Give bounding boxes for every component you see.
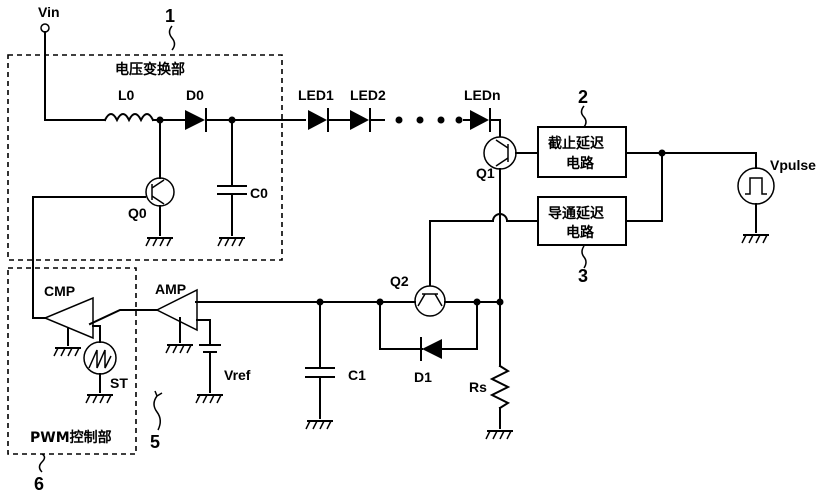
resistor-rs xyxy=(489,364,511,410)
cutoff-delay-label-1: 截止延迟 xyxy=(548,135,604,152)
vin-label: Vin xyxy=(38,4,60,20)
ground-c0 xyxy=(217,237,245,247)
cutoff-delay-box xyxy=(537,126,627,178)
capacitor-c1 xyxy=(305,367,335,378)
q1-label: Q1 xyxy=(476,165,495,181)
vin-wire xyxy=(44,31,106,121)
ground-q0 xyxy=(145,237,173,247)
ground-c1 xyxy=(305,420,333,430)
l0-label: L0 xyxy=(118,87,135,103)
callout-3-leader xyxy=(581,245,587,269)
diode-d1 xyxy=(420,337,442,361)
callout-2-leader xyxy=(580,105,587,128)
callout-3: 3 xyxy=(578,266,588,286)
vref-label: Vref xyxy=(224,367,251,383)
inductor-l0 xyxy=(103,113,155,123)
amp-opamp xyxy=(155,288,198,332)
ground-st xyxy=(85,394,113,404)
q0-label: Q0 xyxy=(128,205,147,221)
transistor-q2 xyxy=(414,285,446,317)
led2 xyxy=(350,108,371,132)
c0-label: C0 xyxy=(250,185,268,201)
vpulse-source xyxy=(737,167,775,205)
led2-label: LED2 xyxy=(350,87,386,103)
pwm-control-label: PWM控制部 xyxy=(30,429,112,446)
led1 xyxy=(308,108,329,132)
diode-d0 xyxy=(185,110,205,130)
callout-5: 5 xyxy=(150,432,160,452)
callout-6-leader xyxy=(38,453,46,473)
d0-label: D0 xyxy=(186,87,204,103)
ground-amp xyxy=(165,344,193,354)
ledn-label: LEDn xyxy=(464,87,501,103)
c1-label: C1 xyxy=(348,367,366,383)
pwm-control-box xyxy=(7,267,137,455)
vpulse-label: Vpulse xyxy=(770,157,816,173)
q2-label: Q2 xyxy=(390,273,409,289)
voltage-converter-box xyxy=(7,54,283,261)
led1-label: LED1 xyxy=(298,87,334,103)
callout-5-leader xyxy=(153,390,163,431)
pulse-icon xyxy=(745,177,767,195)
ellipsis-dots xyxy=(395,116,463,124)
st-label: ST xyxy=(110,375,128,391)
callout-6: 6 xyxy=(34,474,44,494)
ground-cmp xyxy=(53,347,81,357)
cutoff-delay-label-2: 电路 xyxy=(566,155,595,172)
callout-2: 2 xyxy=(578,87,588,107)
amp-label: AMP xyxy=(155,281,186,297)
capacitor-c0 xyxy=(217,185,247,195)
conduct-delay-label-2: 电路 xyxy=(566,224,595,241)
voltage-converter-label: 电压变换部 xyxy=(115,61,185,78)
callout-1-leader xyxy=(168,25,176,51)
rs-label: Rs xyxy=(469,379,487,395)
ground-rs xyxy=(485,430,513,440)
cmp-label: CMP xyxy=(44,283,75,299)
ground-vref xyxy=(195,394,223,404)
ledn xyxy=(470,108,491,132)
conduct-delay-label-1: 导通延迟 xyxy=(548,205,604,222)
conduct-delay-box xyxy=(537,196,627,246)
d1-label: D1 xyxy=(414,369,432,385)
callout-1: 1 xyxy=(165,6,175,26)
vin-terminal xyxy=(40,23,50,33)
vref-source xyxy=(199,344,221,353)
ground-vpulse xyxy=(741,234,769,244)
st-sawtooth-source xyxy=(83,341,117,375)
sawtooth-icon xyxy=(88,349,112,369)
